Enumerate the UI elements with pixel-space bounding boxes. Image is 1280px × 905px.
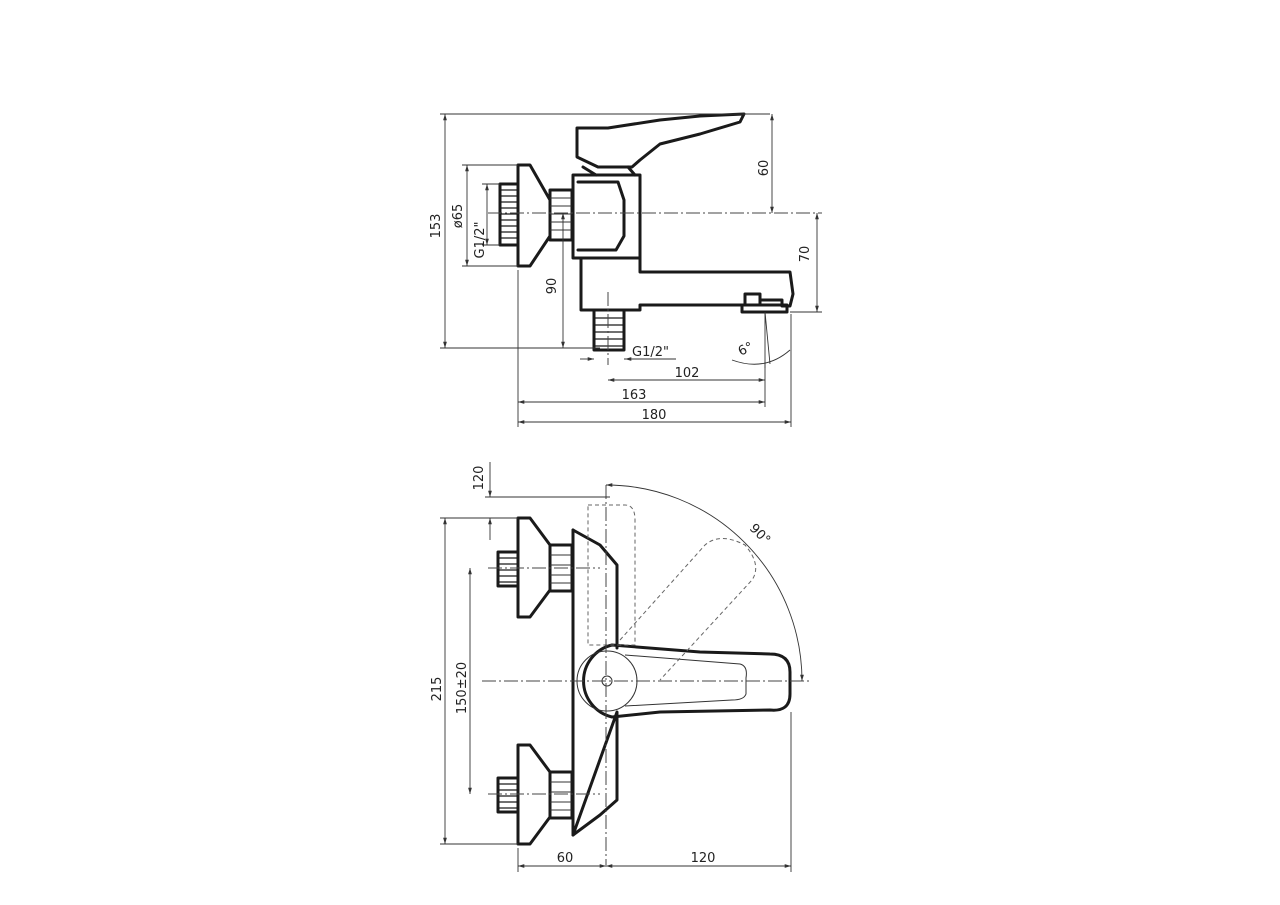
side-wall-flange	[516, 163, 552, 268]
dim-dia-65-label: ø65	[451, 204, 466, 229]
dim-top-120-label: 120	[472, 466, 487, 491]
dim-top-120: 120	[472, 462, 610, 540]
dim-90-label: 90	[545, 278, 560, 295]
dim-thread-outlet: G1/2"	[580, 345, 676, 361]
dim-rotation-90-label: 90°	[746, 521, 773, 548]
dim-150: 150±20	[455, 568, 472, 794]
dim-102-label: 102	[675, 366, 700, 381]
dim-153-label: 153	[429, 214, 444, 239]
dim-70-spout: 70	[790, 213, 822, 313]
dim-thread-inlet: G1/2"	[473, 183, 500, 259]
side-view: 153 ø65 G1/2" 60 70 90	[429, 112, 822, 427]
dim-180: 180	[518, 314, 792, 427]
top-mixer-body	[571, 528, 619, 837]
side-aerator	[740, 303, 789, 314]
dim-angle-6: 6°	[731, 311, 791, 368]
dim-thread-inlet-label: G1/2"	[473, 222, 488, 259]
top-lower-thread	[496, 776, 520, 814]
side-inlet-thread	[498, 182, 520, 247]
dim-thread-outlet-label: G1/2"	[632, 345, 669, 360]
side-outlet-thread	[592, 308, 626, 352]
dim-angle-6-label: 6°	[736, 340, 756, 360]
top-lower-nut	[548, 770, 574, 820]
side-lever-handle	[575, 112, 746, 169]
dim-163-label: 163	[622, 388, 647, 403]
dim-dia-65: ø65	[451, 164, 518, 267]
top-upper-thread	[496, 550, 520, 588]
side-union-nut	[548, 188, 574, 242]
top-lever-ghost-diagonal	[619, 538, 757, 681]
dim-150-label: 150±20	[455, 662, 470, 714]
side-mixer-body	[571, 173, 642, 260]
dim-215-label: 215	[430, 677, 445, 702]
dim-215: 215	[430, 517, 518, 845]
dim-70-spout-label: 70	[798, 246, 813, 263]
top-lever-ghost-vertical	[587, 504, 636, 646]
dim-bottom-60: 60	[517, 848, 606, 872]
side-cartridge-window	[576, 180, 626, 252]
dim-60-handle: 60	[757, 114, 774, 213]
dim-90: 90	[545, 213, 565, 348]
dim-102: 102	[608, 362, 766, 407]
dim-163: 163	[517, 270, 765, 427]
dim-bottom-120: 120	[606, 712, 792, 872]
side-spout	[579, 256, 795, 312]
dim-60-handle-label: 60	[757, 160, 772, 177]
dim-bottom-60-label: 60	[557, 851, 574, 866]
dim-153: 153	[429, 113, 770, 349]
top-view: 120 215 150±20 90° 60 120	[430, 462, 812, 872]
dim-bottom-120-label: 120	[691, 851, 716, 866]
dim-180-label: 180	[642, 408, 667, 423]
